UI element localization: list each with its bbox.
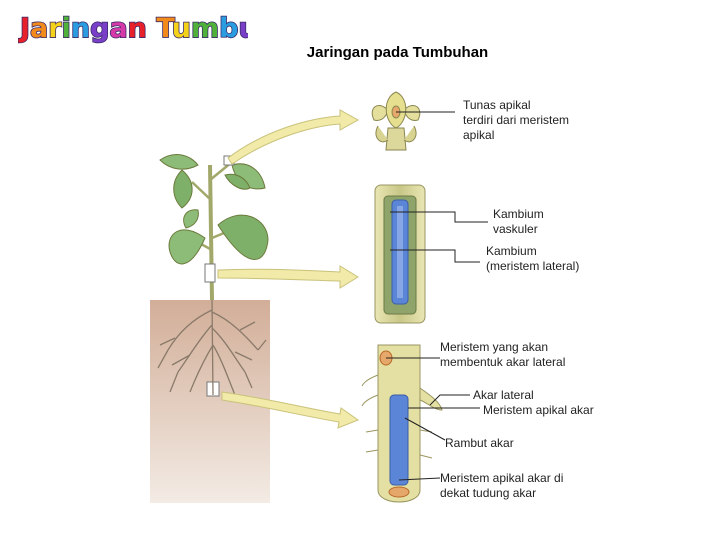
roots (157, 299, 267, 396)
jaringan-tumbuhan-logo: Jaringan Tumbuhan (18, 12, 248, 45)
stem-section-detail (374, 184, 426, 324)
leaf-top-left (159, 154, 199, 170)
label-kambium-vaskuler: Kambium vaskuler (493, 207, 544, 236)
leaf-small (224, 173, 251, 190)
plant-illustration (159, 154, 269, 397)
leader-lines (386, 111, 488, 481)
arrow-to-root (221, 391, 360, 429)
label-akar-lateral: Akar lateral (473, 388, 534, 402)
root-tip-detail (361, 344, 443, 503)
label-kambium-lateral: Kambium (meristem lateral) (486, 244, 580, 273)
label-tunas-apikal: Tunas apikal terdiri dari meristem apika… (463, 98, 570, 142)
label-meristem-apikal-akar: Meristem apikal akar (483, 403, 594, 417)
apical-bud-detail (371, 91, 421, 151)
page-title: Jaringan pada Tumbuhan (306, 44, 489, 61)
leaf-top-mid (173, 169, 193, 209)
logo-text: Jaringan Tumbuhan (18, 13, 248, 44)
label-meristem-akar-lateral: Meristem yang akan membentuk akar latera… (440, 340, 566, 369)
stem-box (204, 263, 216, 283)
label-rambut-akar: Rambut akar (445, 436, 514, 450)
arrow-to-apex (227, 109, 360, 165)
leaf-mid-left (183, 209, 199, 229)
leaf-big-right (217, 214, 269, 260)
arrow-to-stem (217, 265, 359, 289)
leaf-big-left (168, 229, 206, 265)
label-meristem-tudung-akar: Meristem apikal akar di dekat tudung aka… (440, 471, 564, 500)
